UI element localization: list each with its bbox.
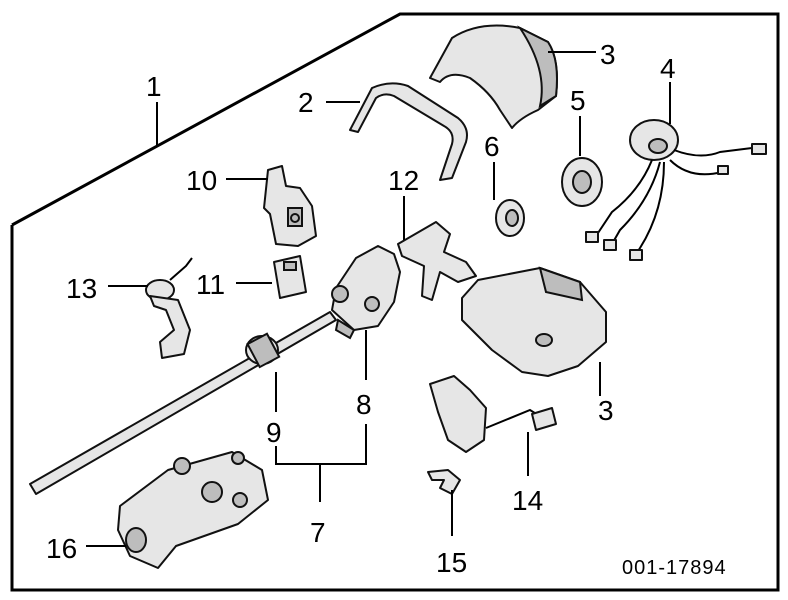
part-9-shaft (29, 311, 337, 495)
part-2-bezel (349, 82, 468, 181)
callout-labels: 1 2 3 4 5 6 10 12 13 11 8 3 9 14 7 16 15 (46, 39, 676, 578)
part-5-bearing (561, 157, 603, 207)
part-13-lever (145, 257, 193, 359)
callout-8: 8 (356, 389, 372, 420)
callout-4: 4 (660, 53, 676, 84)
assembly-frame (10, 12, 780, 592)
callout-5: 5 (570, 85, 586, 116)
callout-15: 15 (436, 547, 467, 578)
callout-9: 9 (266, 417, 282, 448)
callout-13: 13 (66, 273, 97, 304)
callout-12: 12 (388, 165, 419, 196)
part-16-lower-housing (117, 451, 269, 569)
part-3-lower-shroud (461, 266, 607, 377)
figure-id: 001-17894 (622, 557, 727, 579)
callout-3-upper: 3 (600, 39, 616, 70)
callout-16: 16 (46, 533, 77, 564)
part-12-bracket (397, 221, 477, 301)
callout-3-lower: 3 (598, 395, 614, 426)
part-11-cylinder (273, 255, 307, 299)
leader-lines (86, 51, 671, 547)
part-8-housing (331, 245, 401, 340)
callout-1: 1 (146, 71, 162, 102)
callout-11: 11 (196, 269, 225, 300)
part-14-switch (429, 375, 557, 453)
callout-10: 10 (186, 165, 217, 196)
callout-6: 6 (484, 131, 500, 162)
callout-2: 2 (298, 87, 314, 118)
part-6-ring (495, 199, 525, 237)
part-4-clock-spring (585, 119, 767, 261)
part-10-bracket (263, 165, 317, 247)
callout-7: 7 (310, 517, 326, 548)
callout-14: 14 (512, 485, 543, 516)
part-15-clip (427, 469, 461, 495)
